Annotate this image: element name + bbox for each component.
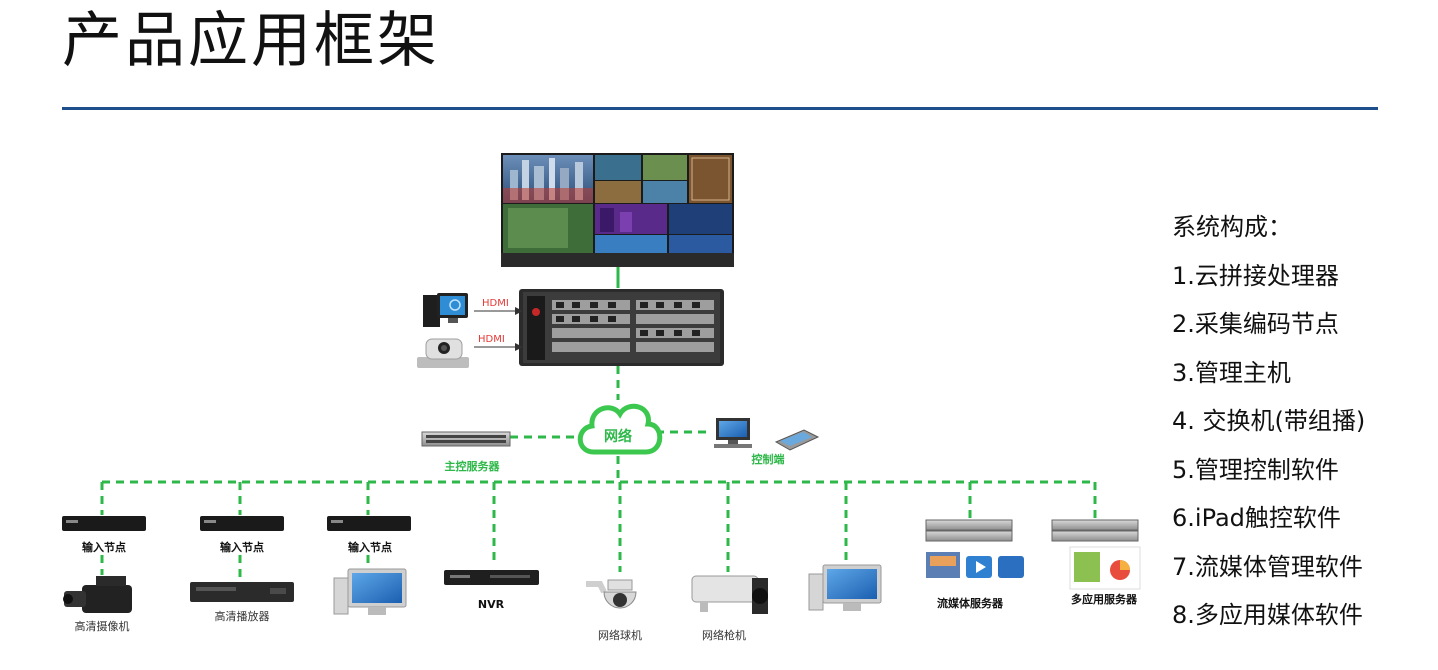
input-node-1: 输入节点 (62, 516, 146, 554)
legend-item: 3.管理主机 (1172, 358, 1291, 387)
master-server-label: 主控服务器 (445, 459, 501, 473)
multi-app-server-icon: 多应用服务器 (1051, 519, 1141, 606)
bullet-camera-icon: 网络枪机 (691, 575, 768, 642)
control-terminal-icon: 控制端 (714, 418, 820, 466)
nvr-label: NVR (478, 598, 505, 611)
legend-heading: 系统构成： (1172, 213, 1292, 241)
streaming-server-label: 流媒体服务器 (937, 596, 1004, 610)
legend-item: 4. 交换机(带组播) (1172, 407, 1366, 435)
cloud-splicing-processor (519, 289, 724, 366)
network-cloud-icon: 网络 (577, 403, 663, 455)
dome-camera-icon: 网络球机 (586, 579, 642, 642)
video-wall (501, 153, 734, 267)
legend-item: 6.iPad触控软件 (1172, 504, 1341, 532)
legend-item: 7.流媒体管理软件 (1172, 552, 1363, 581)
desktop-pc-icon (423, 293, 468, 327)
bullet-camera-label: 网络枪机 (702, 628, 746, 642)
input-node-2: 输入节点 (200, 516, 284, 554)
legend-item: 1.云拼接处理器 (1172, 261, 1339, 290)
network-links (100, 267, 1097, 580)
control-terminal-label: 控制端 (752, 452, 785, 466)
page-title: 产品应用框架 (62, 6, 440, 76)
hd-player-label: 高清播放器 (215, 609, 270, 623)
system-composition-legend: 系统构成： 1.云拼接处理器 2.采集编码节点 3.管理主机 4. 交换机(带组… (1172, 203, 1434, 640)
monitor-icon-1 (333, 568, 407, 615)
multi-app-server-label: 多应用服务器 (1071, 592, 1138, 606)
legend-item: 5.管理控制软件 (1172, 455, 1339, 484)
input-node-1-label: 输入节点 (82, 540, 126, 554)
input-node-2-label: 输入节点 (220, 540, 264, 554)
hdmi-bottom-label: HDMI (478, 334, 505, 345)
legend-item: 8.多应用媒体软件 (1172, 601, 1363, 629)
master-server-icon: 主控服务器 (421, 431, 511, 473)
dome-camera-label: 网络球机 (598, 628, 642, 642)
input-node-3: 输入节点 (327, 516, 411, 554)
streaming-server-icon: 流媒体服务器 (925, 519, 1024, 610)
hd-camera-label: 高清摄像机 (75, 619, 130, 633)
nvr-icon: NVR (444, 570, 539, 611)
hd-camcorder-icon: 高清摄像机 (63, 576, 132, 633)
monitor-icon-2 (808, 564, 882, 611)
hdmi-bottom-arrow: HDMI (474, 334, 523, 351)
hd-player-icon: 高清播放器 (190, 582, 294, 623)
hdmi-top-label: HDMI (482, 298, 509, 309)
title-divider (62, 107, 1378, 110)
hdmi-top-arrow: HDMI (474, 298, 523, 315)
legend-item: 2.采集编码节点 (1172, 310, 1339, 338)
network-label: 网络 (604, 428, 632, 445)
ptz-camera-icon (417, 338, 469, 368)
input-node-3-label: 输入节点 (348, 540, 392, 554)
